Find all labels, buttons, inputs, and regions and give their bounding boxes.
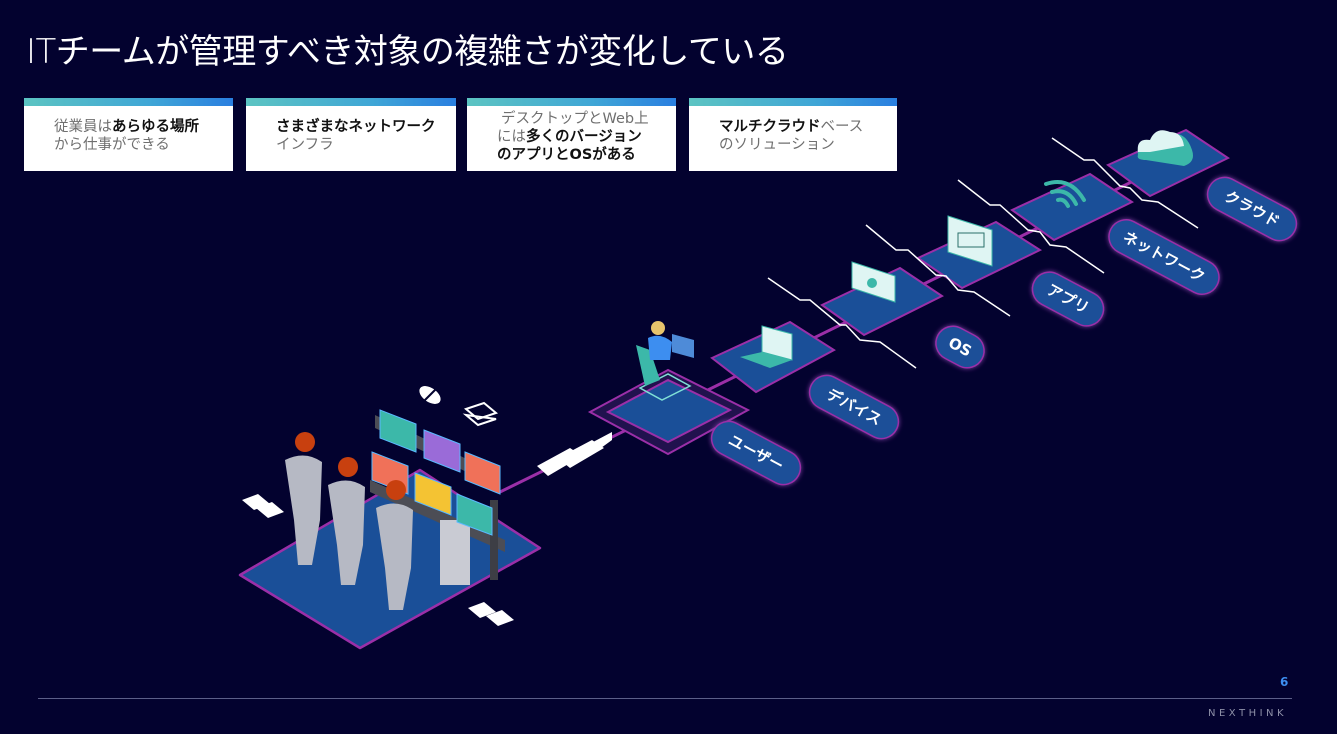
layer-label-device: デバイス	[808, 374, 900, 440]
card-accent-bar	[246, 98, 456, 106]
cloud-icon	[1137, 130, 1193, 166]
person	[376, 480, 413, 610]
chevron-arrows-right-icon	[468, 602, 514, 626]
monitor	[423, 429, 461, 473]
card-text: のソリューション	[719, 137, 835, 153]
layer-label-user: ユーザー	[710, 420, 802, 486]
card-text-bold: のアプリとOSがある	[497, 147, 636, 163]
monitor	[456, 493, 493, 536]
card-text: から仕事ができる	[54, 137, 170, 153]
card-accent-bar	[24, 98, 233, 106]
user-at-desk-icon	[636, 321, 694, 401]
card-accent-bar	[689, 98, 897, 106]
monitor	[464, 451, 501, 495]
chevron-arrows-left-icon	[242, 494, 284, 518]
card-text-bold: 多くのバージョン	[526, 129, 642, 145]
card-text-bold: マルチクラウド	[719, 119, 821, 135]
network-platform	[1010, 172, 1135, 242]
app-window-icon	[947, 215, 993, 267]
info-card-multicloud: マルチクラウドベース のソリューション	[689, 98, 897, 171]
layer-label-os: OS	[935, 325, 985, 369]
chevron-arrows-up-icon	[537, 432, 612, 476]
layer-label-app: アプリ	[1031, 271, 1105, 327]
brand-logo-text: NEXTHINK	[1208, 708, 1288, 719]
info-card-apps-os: デスクトップとWeb上 には多くのバージョン のアプリとOSがある	[467, 98, 676, 171]
card-text: ベース	[820, 119, 864, 135]
slide-title: ITチームが管理すべき対象の複雑さが変化している	[26, 32, 789, 72]
info-card-anywhere: 従業員はあらゆる場所 から仕事ができる	[24, 98, 233, 171]
server-stack-icon	[462, 401, 499, 427]
card-text-bold: あらゆる場所	[112, 119, 199, 135]
it-staff-figures	[285, 432, 413, 610]
card-text: インフラ	[276, 137, 334, 153]
person	[285, 432, 322, 565]
satellite-dish-icon	[419, 384, 441, 406]
user-platform	[605, 378, 733, 444]
monitoring-desk	[370, 409, 505, 585]
card-text: デスクトップとWeb上	[501, 111, 649, 127]
footer-divider	[38, 698, 1292, 699]
wifi-icon	[1044, 180, 1086, 208]
laptop-icon	[740, 325, 793, 368]
layer-label-network: ネットワーク	[1108, 219, 1220, 295]
lightning-cracks	[767, 137, 1199, 369]
monitor	[379, 409, 417, 453]
lock-screen-icon	[851, 261, 896, 303]
card-accent-bar	[467, 98, 676, 106]
card-text-bold: さまざまなネットワーク	[276, 119, 436, 135]
monitor	[414, 472, 452, 516]
person	[328, 457, 365, 585]
page-number: 6	[1280, 675, 1289, 689]
info-card-network: さまざまなネットワーク インフラ	[246, 98, 456, 171]
card-text: には	[497, 129, 526, 145]
card-text: 従業員は	[54, 119, 112, 135]
layer-label-cloud: クラウド	[1206, 176, 1298, 242]
